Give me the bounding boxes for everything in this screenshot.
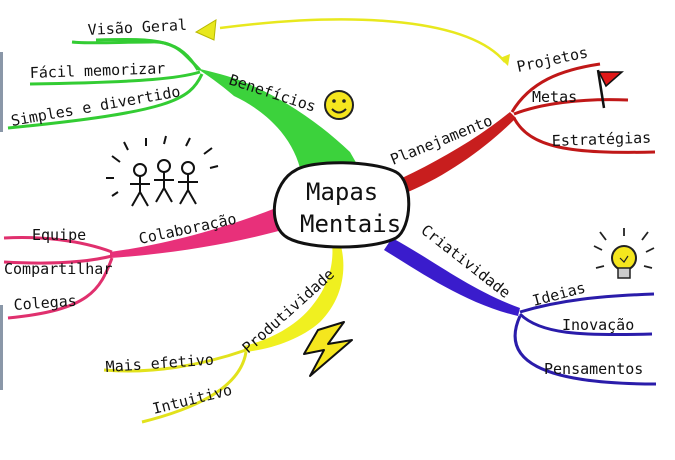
leaf-mais-efetivo-underline	[103, 348, 247, 373]
center-node: Mapas Mentais	[272, 161, 411, 249]
branch-planejamento-sub-metas	[513, 98, 629, 116]
branch-planejamento-sub-projetos	[510, 62, 601, 113]
leaf-colegas: Colegas	[13, 292, 77, 314]
branch-criatividade: Criatividade Ideias Inovação Pensamentos	[384, 221, 657, 386]
lightbulb-icon	[593, 228, 655, 279]
branch-planejamento: Planejamento Projetos Metas Estratégias	[388, 43, 656, 192]
leaf-intuitivo-underline	[141, 351, 248, 424]
arrow-icon	[194, 18, 510, 66]
leaf-facil-underline	[29, 70, 201, 86]
branch-criatividade-stem	[384, 238, 520, 316]
left-edge-bar-bottom	[0, 305, 3, 390]
branch-colaboracao-stem	[110, 208, 282, 258]
leaf-visao-geral: Visão Geral	[87, 16, 187, 39]
branch-planejamento-sub-estrategias	[512, 117, 656, 154]
branch-produtividade: Produtividade Mais efetivo Intuitivo	[103, 242, 344, 424]
center-cloud	[272, 161, 411, 249]
leaf-ideias-underline	[519, 292, 655, 314]
leaf-facil-memorizar: Fácil memorizar	[30, 59, 166, 82]
lightning-icon	[303, 321, 353, 377]
leaf-simples-underline	[7, 73, 204, 130]
center-title-line2: Mentais	[300, 210, 401, 238]
leaf-intuitivo: Intuitivo	[151, 381, 234, 418]
branch-produtividade-stem	[244, 242, 344, 352]
leaf-pensamentos: Pensamentos	[544, 360, 643, 378]
leaf-ideias: Ideias	[530, 278, 587, 309]
leaf-inovacao: Inovação	[562, 316, 634, 334]
center-title-line1: Mapas	[306, 178, 378, 206]
left-edge-bar-top	[0, 52, 3, 132]
leaf-inovacao-underline	[518, 312, 653, 337]
branch-beneficios: Visão Geral Fácil memorizar Simples e di…	[7, 16, 358, 168]
leaf-equipe: Equipe	[32, 226, 86, 244]
leaf-estrategias: Estratégias	[552, 129, 652, 150]
leaf-colegas-underline	[7, 257, 114, 320]
leaf-compartilhar-underline	[3, 254, 113, 265]
smiley-icon	[324, 90, 354, 120]
leaf-visao-underline	[95, 37, 200, 71]
leaf-mais-efetivo: Mais efetivo	[105, 350, 214, 376]
leaf-projetos: Projetos	[515, 43, 589, 76]
flag-icon	[596, 69, 624, 109]
people-icon	[106, 135, 219, 207]
leaf-metas: Metas	[532, 88, 577, 106]
branch-colaboracao: Colaboração Equipe Compartilhar Colegas	[3, 208, 282, 320]
leaf-equipe-underline	[3, 236, 113, 254]
leaf-pensamentos-underline	[513, 315, 657, 386]
leaf-compartilhar: Compartilhar	[4, 260, 112, 278]
branch-planejamento-stem	[402, 112, 516, 192]
branch-beneficios-stem	[196, 68, 358, 168]
